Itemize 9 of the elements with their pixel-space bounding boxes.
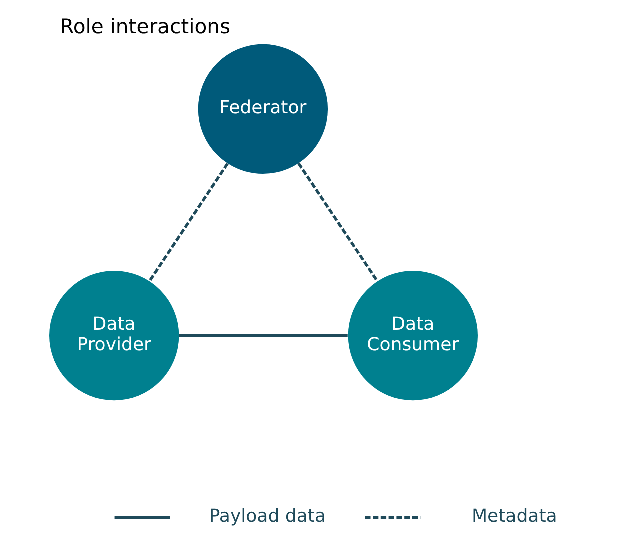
connector (179, 334, 348, 338)
node-circle: Data Consumer (348, 271, 478, 401)
legend-label: Payload data (209, 506, 326, 528)
connector (148, 162, 229, 282)
diagram-title: Role interactions (60, 14, 231, 39)
node-circle: Federator (198, 44, 328, 174)
node-circle: Data Provider (50, 271, 180, 401)
legend-label: Metadata (472, 506, 558, 528)
connector (298, 162, 379, 282)
